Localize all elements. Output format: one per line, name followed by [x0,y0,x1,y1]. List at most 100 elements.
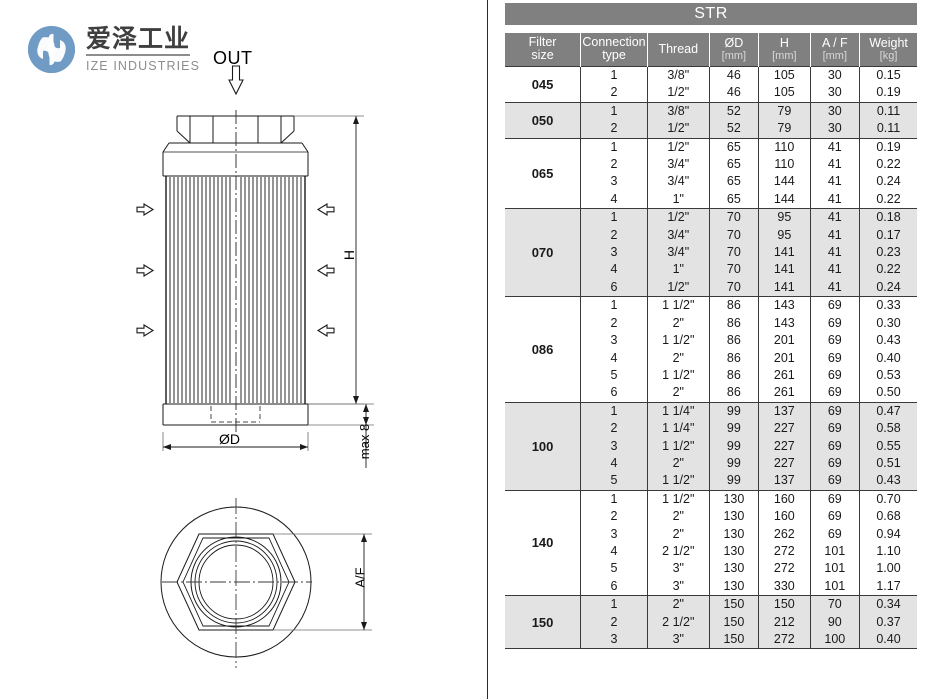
cell-af: 101 [809,560,860,578]
cell-filter-size: 045 [505,66,581,103]
cell-af: 69 [809,332,860,350]
cell-h: 141 [758,261,811,279]
cell-connection-type: 6 [580,577,648,596]
cell-af: 30 [809,120,860,139]
cell-thread: 3" [646,560,710,578]
cell-af: 69 [809,366,860,385]
cell-h: 330 [758,577,811,596]
cell-connection-type: 4 [580,190,648,209]
cell-od: 70 [708,278,759,297]
cell-h: 212 [758,613,811,631]
diameter-dimension-label: ØD [219,431,240,447]
cell-thread: 1 1/4" [646,401,710,421]
cell-af: 69 [809,525,860,543]
cell-connection-type: 3 [580,244,648,262]
cell-weight: 0.18 [859,208,917,227]
cell-af: 100 [809,631,860,649]
filter-technical-drawing [136,65,374,668]
cell-weight: 0.51 [859,454,917,473]
cell-weight: 0.22 [859,261,917,279]
cell-af: 69 [809,489,860,509]
cell-connection-type: 4 [580,542,648,561]
company-logo: 爱泽工业 IZE INDUSTRIES [28,26,200,73]
cell-af: 41 [809,244,860,262]
cell-h: 201 [758,332,811,350]
cell-af: 69 [809,401,860,421]
cell-af: 90 [809,613,860,631]
cell-thread: 2" [646,525,710,543]
logo-name-en: IZE INDUSTRIES [86,59,201,74]
cell-h: 261 [758,384,811,403]
cell-thread: 3/4" [646,173,710,191]
cell-weight: 0.19 [859,84,917,103]
cell-h: 160 [758,489,811,509]
cell-h: 272 [758,560,811,578]
cell-od: 86 [708,296,759,315]
cell-thread: 1/2" [646,84,710,103]
cell-weight: 1.10 [859,542,917,561]
cell-connection-type: 1 [580,101,648,121]
cell-weight: 0.22 [859,156,917,174]
cell-af: 69 [809,508,860,526]
cell-af: 41 [809,173,860,191]
cell-af: 69 [809,437,860,455]
cell-af: 30 [809,84,860,103]
cell-weight: 0.30 [859,314,917,333]
cell-h: 141 [758,244,811,262]
cell-thread: 3/8" [646,101,710,121]
cell-od: 46 [708,84,759,103]
cell-h: 141 [758,278,811,297]
cell-h: 272 [758,542,811,561]
cell-thread: 1 1/4" [646,420,710,438]
cell-h: 144 [758,190,811,209]
cell-af: 69 [809,314,860,333]
cell-od: 99 [708,420,759,438]
cell-thread: 1 1/2" [646,437,710,455]
cell-h: 227 [758,437,811,455]
cell-connection-type: 6 [580,384,648,403]
cell-h: 137 [758,472,811,491]
cell-connection-type: 4 [580,261,648,279]
cell-weight: 0.43 [859,332,917,350]
cell-thread: 1/2" [646,120,710,139]
cell-connection-type: 3 [580,631,648,649]
clearance-dimension-label: max 8 [357,423,373,460]
cell-h: 105 [758,66,811,85]
column-header-od: ØD [mm] [708,33,760,67]
cell-connection-type: 5 [580,560,648,578]
cell-af: 41 [809,190,860,209]
pane-divider [487,0,488,699]
cell-thread: 3/4" [646,226,710,245]
cell-weight: 0.55 [859,437,917,455]
cell-af: 69 [809,349,860,367]
cell-od: 65 [708,156,759,174]
cell-connection-type: 1 [580,401,648,421]
cell-weight: 0.40 [859,349,917,367]
cell-weight: 0.23 [859,244,917,262]
cell-od: 86 [708,314,759,333]
cell-weight: 0.47 [859,401,917,421]
cell-af: 69 [809,296,860,315]
cell-connection-type: 2 [580,508,648,526]
